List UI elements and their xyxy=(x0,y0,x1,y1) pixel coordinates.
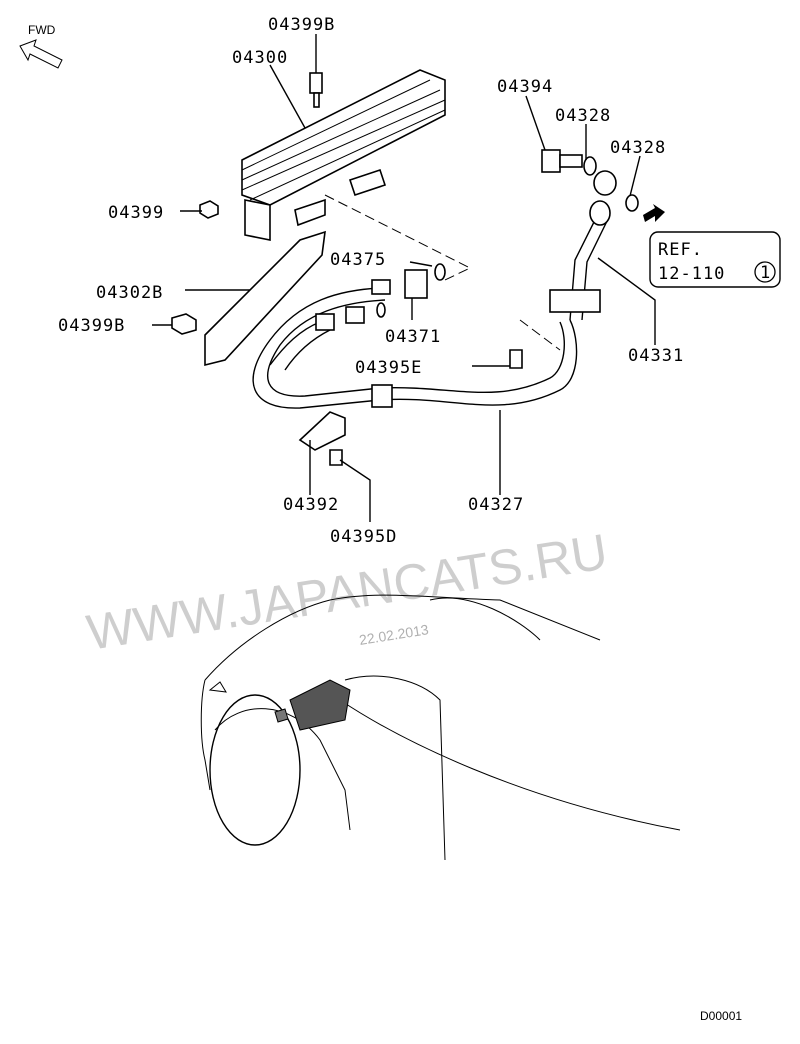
label-04300: 04300 xyxy=(232,48,288,68)
ref-line2: 12-110 xyxy=(658,264,725,284)
label-04399B-top: 04399B xyxy=(268,15,335,35)
label-04331: 04331 xyxy=(628,346,684,366)
ref-arrow-icon xyxy=(643,204,665,222)
label-04375: 04375 xyxy=(330,250,386,270)
label-04399B-left: 04399B xyxy=(58,316,125,336)
diagram-code: D00001 xyxy=(700,1009,742,1023)
fwd-arrow-icon xyxy=(19,39,63,69)
ref-circle-number: 1 xyxy=(760,263,771,283)
label-04395E: 04395E xyxy=(355,358,422,378)
fwd-label: FWD xyxy=(28,23,56,37)
oil-cooler-drawing xyxy=(199,69,446,241)
label-04394: 04394 xyxy=(497,77,553,97)
label-04302B: 04302B xyxy=(96,283,163,303)
label-04371: 04371 xyxy=(385,327,441,347)
bracket-drawing xyxy=(204,230,326,367)
hose-drawing xyxy=(252,149,639,466)
leader-lines xyxy=(152,34,656,522)
label-04399: 04399 xyxy=(108,203,164,223)
label-04327: 04327 xyxy=(468,495,524,515)
bolt-drawing xyxy=(171,313,197,335)
watermark-date: 22.02.2013 xyxy=(358,621,430,648)
label-04392: 04392 xyxy=(283,495,339,515)
label-04328-a: 04328 xyxy=(555,106,611,126)
ref-line1: REF. xyxy=(658,240,703,260)
label-04328-b: 04328 xyxy=(610,138,666,158)
label-04395D: 04395D xyxy=(330,527,397,547)
vehicle-location-drawing xyxy=(200,594,681,861)
ref-box[interactable]: REF. 12-110 1 xyxy=(649,231,781,288)
